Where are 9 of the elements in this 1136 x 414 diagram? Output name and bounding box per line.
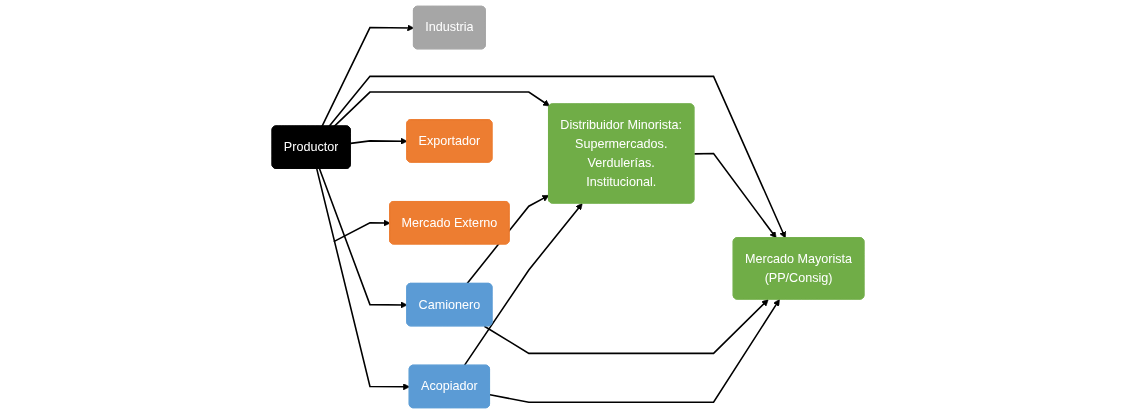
arrow — [333, 219, 391, 243]
arrow — [318, 168, 408, 309]
arrow — [463, 203, 583, 367]
arrow — [349, 137, 408, 145]
arrow — [693, 152, 777, 239]
arrow — [483, 299, 769, 355]
arrow — [489, 299, 780, 403]
arrow — [316, 168, 410, 391]
arrow — [328, 75, 786, 239]
